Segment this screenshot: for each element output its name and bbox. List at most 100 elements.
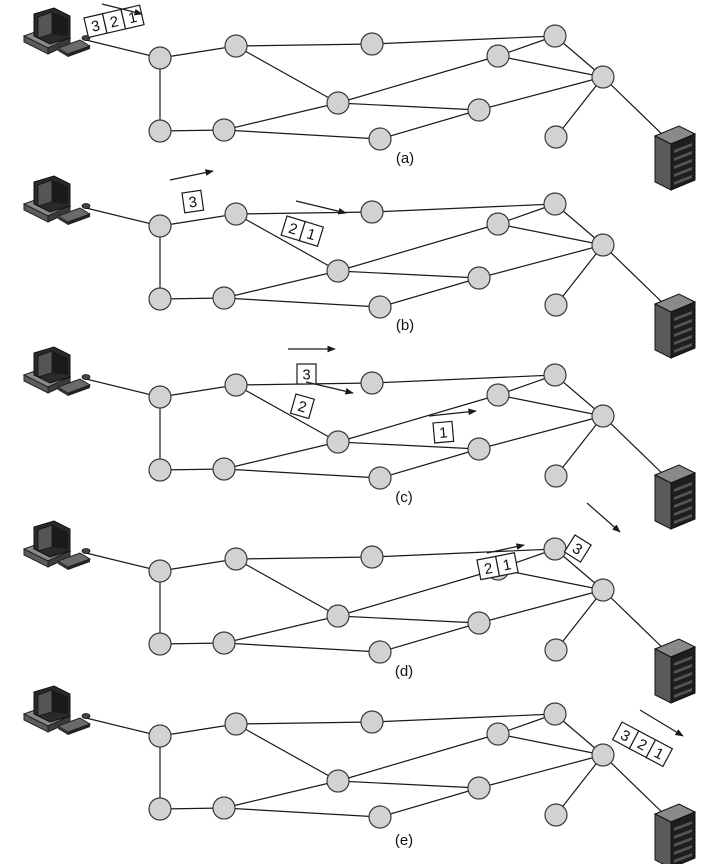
link	[85, 207, 161, 227]
router-node	[212, 796, 236, 820]
packet-number: 1	[439, 424, 449, 442]
computer-icon	[22, 175, 92, 225]
router-node	[486, 383, 510, 407]
link	[223, 441, 339, 470]
direction-arrow	[101, 3, 143, 16]
link	[223, 807, 381, 818]
router-node	[224, 712, 248, 736]
panel-caption: (e)	[395, 832, 413, 849]
packet-box	[298, 220, 325, 247]
packet-group-1-0: 3	[181, 189, 205, 214]
packet-group-3-0: 3	[563, 534, 592, 563]
router-node	[467, 437, 491, 461]
link	[371, 35, 556, 45]
link	[85, 378, 161, 398]
link	[159, 384, 237, 398]
link	[497, 223, 604, 246]
link	[371, 548, 556, 558]
router-node	[544, 125, 568, 149]
router-node	[543, 363, 567, 387]
link	[235, 384, 339, 443]
router-node	[591, 65, 615, 89]
link	[223, 780, 339, 809]
link	[235, 45, 339, 104]
panel-caption: (c)	[395, 489, 413, 506]
link	[478, 754, 604, 789]
server-icon	[653, 464, 697, 530]
link	[235, 213, 339, 272]
link	[337, 441, 480, 450]
router-node	[148, 119, 172, 143]
link	[159, 213, 237, 227]
router-node	[212, 631, 236, 655]
link	[379, 277, 480, 308]
packet-group-2-2: 1	[432, 420, 455, 444]
link	[555, 244, 604, 306]
router-node	[368, 295, 392, 319]
link	[478, 244, 604, 279]
server-icon	[653, 638, 697, 704]
router-node	[486, 44, 510, 68]
router-node	[467, 98, 491, 122]
link	[337, 615, 480, 624]
link	[497, 394, 604, 417]
link	[602, 244, 669, 309]
link	[337, 394, 499, 443]
link	[85, 552, 161, 572]
router-node	[591, 404, 615, 428]
router-node	[543, 24, 567, 48]
link	[371, 713, 556, 723]
link	[379, 448, 480, 479]
link	[223, 102, 339, 131]
router-node	[148, 214, 172, 238]
packet-number: 3	[302, 367, 310, 384]
link	[235, 721, 373, 725]
router-node	[148, 46, 172, 70]
router-node	[360, 710, 384, 734]
link	[235, 43, 373, 47]
router-node	[467, 776, 491, 800]
link	[159, 723, 237, 737]
link	[379, 109, 480, 140]
router-node	[591, 233, 615, 257]
computer-icon	[22, 520, 92, 570]
router-node	[360, 32, 384, 56]
router-node	[148, 385, 172, 409]
router-node	[224, 547, 248, 571]
panel-caption: (a)	[396, 150, 414, 167]
router-node	[148, 559, 172, 583]
link	[555, 589, 604, 651]
router-node	[212, 118, 236, 142]
link	[602, 589, 669, 654]
packet-number: 1	[127, 9, 139, 27]
router-node	[360, 371, 384, 395]
direction-arrow	[639, 709, 684, 737]
link	[235, 211, 373, 215]
packet-number: 3	[188, 194, 199, 212]
link	[223, 468, 381, 479]
router-node	[212, 457, 236, 481]
router-node	[326, 604, 350, 628]
link	[235, 556, 373, 560]
router-node	[467, 611, 491, 635]
link	[337, 55, 499, 104]
link	[478, 76, 604, 111]
link	[555, 76, 604, 138]
link	[85, 39, 161, 59]
packet-number: 3	[90, 17, 102, 35]
router-node	[148, 797, 172, 821]
panel-caption: (b)	[396, 317, 414, 334]
packet-box	[563, 534, 592, 563]
direction-arrow	[295, 200, 347, 215]
link	[337, 568, 499, 617]
link	[602, 76, 669, 141]
router-node	[326, 769, 350, 793]
link	[223, 129, 381, 140]
